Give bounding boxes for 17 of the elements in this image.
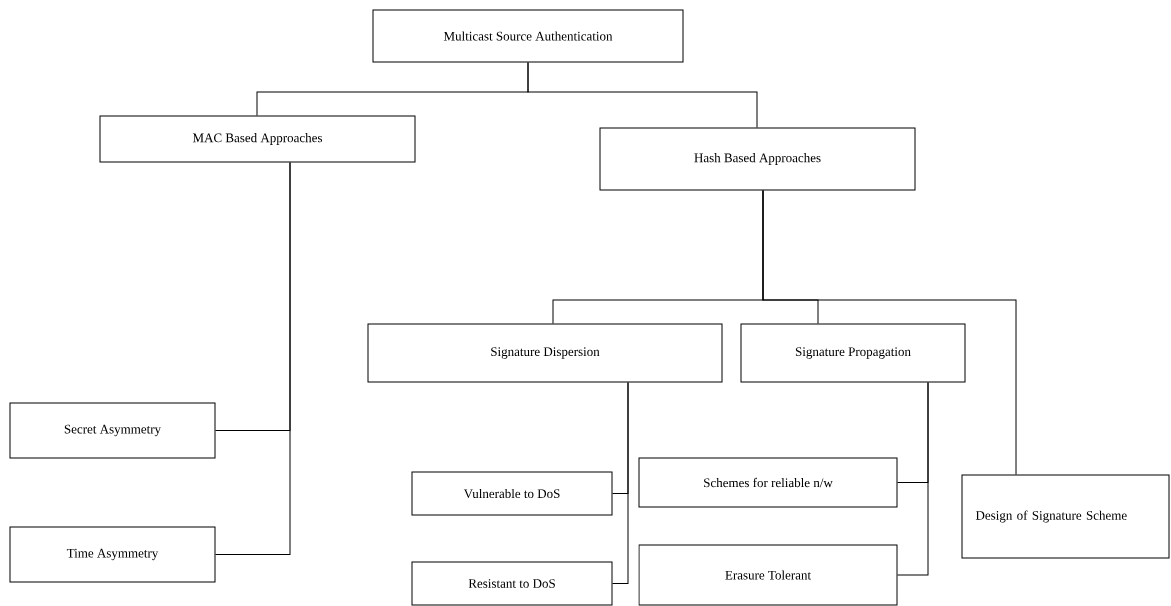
- box: Hash Based Approaches: [599, 127, 916, 191]
- box: Design of Signature Scheme: [961, 474, 1170, 559]
- connector: [897, 382, 929, 576]
- connector: [612, 382, 629, 584]
- box: Erasure Tolerant: [638, 544, 898, 606]
- connector: [215, 162, 291, 555]
- box: Signature Dispersion: [367, 323, 723, 383]
- box: Signature Propagation: [740, 323, 966, 383]
- box: Schemes for reliable n/w: [638, 457, 898, 508]
- box: Time Asymmetry: [9, 526, 216, 583]
- box: Resistant to DoS: [411, 561, 613, 606]
- box: MAC Based Approaches: [99, 115, 416, 163]
- connector: [762, 190, 1017, 475]
- box: Multicast Source Authentication: [372, 9, 684, 63]
- connector: [527, 62, 758, 128]
- box: Vulnerable to DoS: [411, 471, 613, 516]
- box: Secret Asymmetry: [9, 402, 216, 459]
